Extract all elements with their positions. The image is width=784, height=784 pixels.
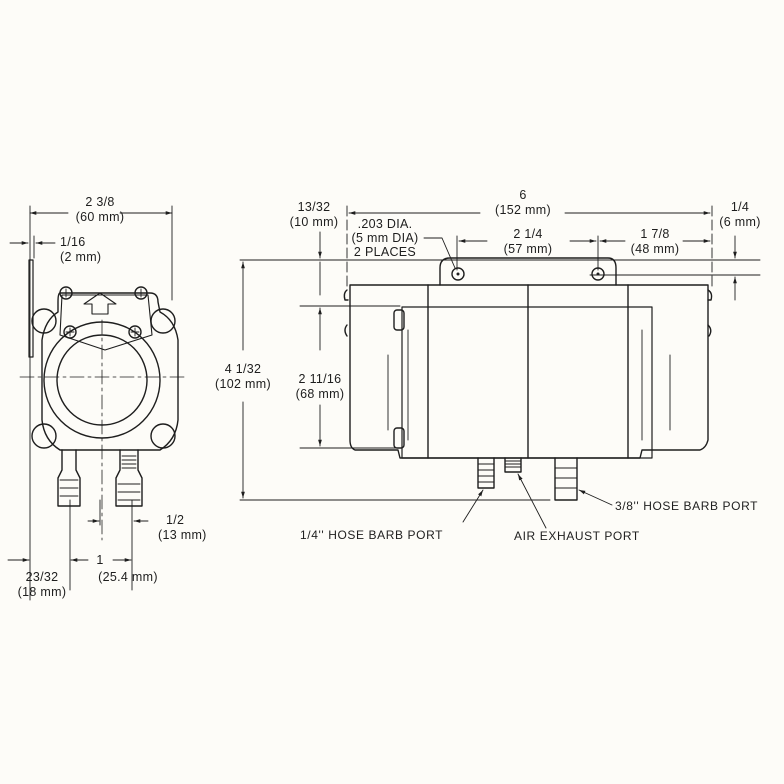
width-mm: (60 mm) [75, 210, 125, 224]
bracket-thickness-label: 1/16 (2 mm) [60, 235, 101, 265]
length-inches: 6 [519, 188, 527, 202]
hole-offset-inches: 1/4 [730, 200, 750, 214]
three-eighths-port-callout: 3/8'' HOSE BARB PORT [615, 499, 759, 513]
hole-to-end-inches: 1 7/8 [640, 227, 670, 241]
hole-callout-label: .203 DIA. (5 mm DIA) 2 PLACES [352, 217, 419, 259]
hole-count: 2 PLACES [353, 245, 417, 259]
body-height-mm: (68 mm) [295, 387, 345, 401]
width-inches: 2 3/8 [85, 195, 115, 209]
hole-offset-label: 1/4 (6 mm) [719, 200, 760, 230]
length-dimension-label: 6 (152 mm) [495, 188, 551, 218]
body-height-label: 2 11/16 (68 mm) [293, 372, 347, 402]
hole-diameter-inches: .203 DIA. [357, 217, 413, 231]
edge-to-port-mm: (18 mm) [17, 585, 67, 599]
port-spacing-mm-label: (25.4 mm) [98, 570, 158, 585]
length-mm: (152 mm) [495, 203, 551, 217]
bracket-height-mm: (10 mm) [289, 215, 339, 229]
air-exhaust-port-callout: AIR EXHAUST PORT [514, 529, 640, 543]
port-offset-inches: 1/2 [166, 513, 185, 527]
hole-spacing-label: 2 1/4 (57 mm) [504, 227, 553, 257]
overall-height-inches: 4 1/32 [224, 362, 262, 376]
body-height-inches: 2 11/16 [298, 372, 342, 386]
port-offset-label: 1/2 (13 mm) [158, 513, 207, 543]
width-dimension-label: 2 3/8 (60 mm) [76, 195, 125, 225]
overall-height-mm: (102 mm) [215, 377, 271, 391]
hole-offset-mm: (6 mm) [719, 215, 761, 229]
bracket-thickness-mm: (2 mm) [60, 250, 102, 264]
port-offset-mm: (13 mm) [158, 528, 207, 542]
hole-to-end-mm: (48 mm) [630, 242, 680, 256]
end-view [7, 205, 189, 601]
edge-to-port-label: 23/32 (18 mm) [18, 570, 67, 600]
edge-to-port-inches: 23/32 [25, 570, 59, 584]
port-spacing-inches: 1 [96, 553, 104, 567]
bracket-thickness-inches: 1/16 [60, 235, 86, 249]
port-spacing-mm: (25.4 mm) [98, 570, 158, 584]
bracket-height-label: 13/32 (10 mm) [290, 200, 339, 230]
quarter-inch-port-callout: 1/4'' HOSE BARB PORT [300, 528, 444, 542]
hole-spacing-inches: 2 1/4 [513, 227, 543, 241]
hole-diameter-mm: (5 mm DIA) [351, 231, 419, 245]
bracket-height-inches: 13/32 [297, 200, 331, 214]
side-view [239, 205, 761, 529]
hole-spacing-mm: (57 mm) [503, 242, 553, 256]
port-spacing-label: 1 [96, 553, 103, 568]
overall-height-label: 4 1/32 (102 mm) [213, 362, 273, 392]
hole-to-end-label: 1 7/8 (48 mm) [631, 227, 680, 257]
